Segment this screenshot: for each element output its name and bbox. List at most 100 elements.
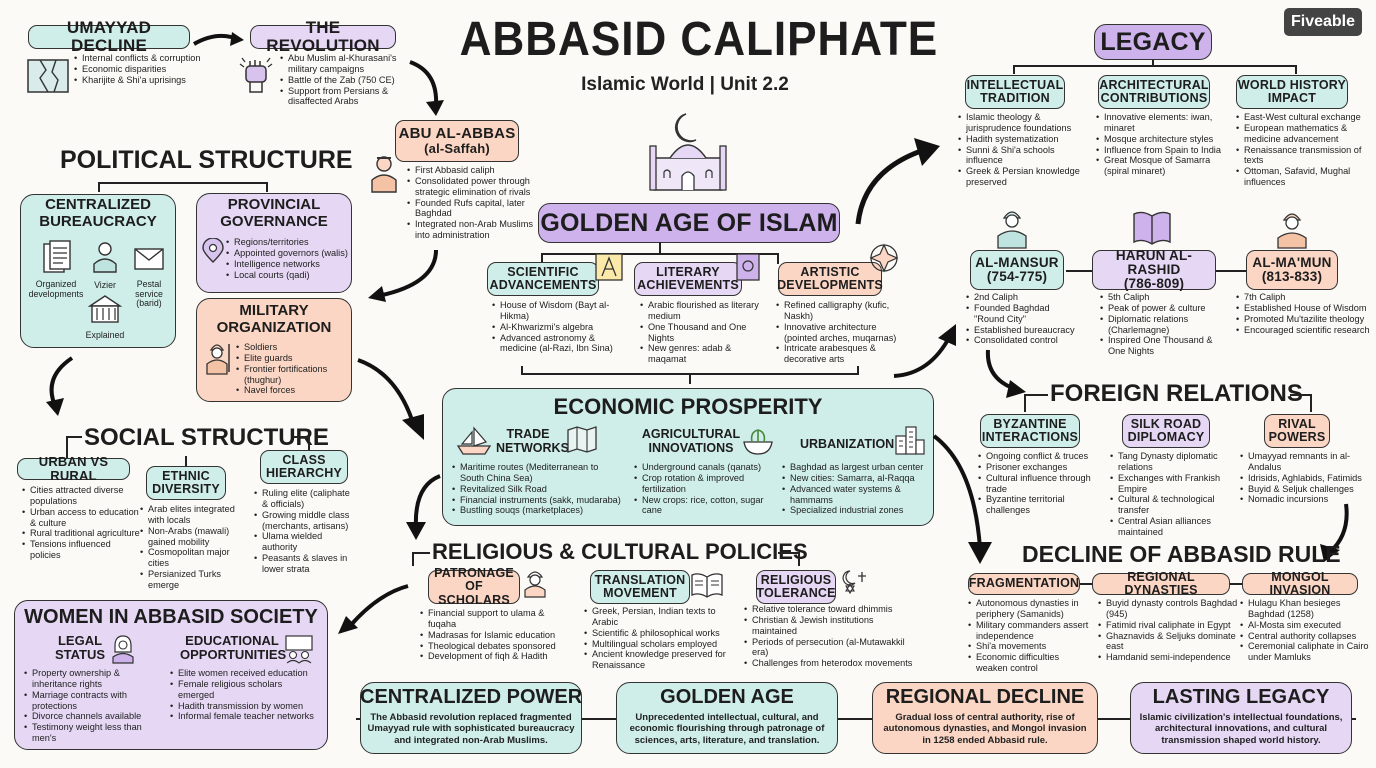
bracket-line bbox=[1024, 394, 1048, 396]
list-item: Financial support to ulama & fuqaha bbox=[420, 608, 570, 630]
list-item: Appointed governors (walis) bbox=[226, 248, 352, 259]
list-item: Divorce channels available bbox=[24, 711, 158, 722]
documents-icon bbox=[43, 240, 71, 273]
list-item: 5th Caliph bbox=[1100, 292, 1228, 303]
list-item: Elite women received education bbox=[170, 668, 320, 679]
map-icon bbox=[567, 426, 597, 453]
list-item: Economic disparities bbox=[74, 64, 204, 75]
list-item: Scientific & philosophical works bbox=[584, 628, 742, 639]
scholar-turban-icon bbox=[524, 571, 546, 598]
list-item: Promoted Mu'tazilite theology bbox=[1236, 314, 1372, 325]
list-item: Ancient knowledge preserved for Renaissa… bbox=[584, 649, 742, 671]
military-organization-title: MILITARY ORGANIZATION bbox=[216, 302, 332, 336]
list-item: Challenges from heterodox movements bbox=[744, 658, 914, 669]
bracket-line bbox=[1310, 394, 1312, 412]
legacy-bracket bbox=[1013, 60, 1297, 74]
list-item: Bustling souqs (marketplaces) bbox=[452, 505, 624, 516]
trade-networks-title: TRADE NETWORKS bbox=[496, 427, 569, 455]
educational-opportunities-list: Elite women received education Female re… bbox=[170, 668, 320, 722]
list-item: Testimony weight less than men's bbox=[24, 722, 158, 744]
list-item: Revitalized Silk Road bbox=[452, 484, 624, 495]
legacy-title: LEGACY bbox=[1100, 27, 1206, 56]
crops-icon bbox=[743, 429, 773, 455]
arrow-abu-to-political bbox=[368, 249, 438, 302]
list-item: Arabic flourished as literary medium bbox=[640, 300, 768, 322]
literary-list: Arabic flourished as literary medium One… bbox=[640, 300, 768, 365]
list-item: Specialized industrial zones bbox=[782, 505, 930, 516]
list-item: Abu Muslim al-Khurasani's military campa… bbox=[280, 53, 406, 75]
list-item: Advanced water systems & hammams bbox=[782, 484, 930, 506]
list-item: Ghaznavids & Seljuks dominate east bbox=[1098, 631, 1238, 653]
list-item: Growing middle class (merchants, artisan… bbox=[254, 510, 358, 532]
summary-title-centralized-power: CENTRALIZED POWER bbox=[360, 686, 583, 708]
list-item: Tensions influenced policies bbox=[22, 539, 142, 561]
open-book-icon bbox=[691, 573, 723, 598]
list-item: Cultural influence through trade bbox=[978, 473, 1098, 495]
arrow-economic-to-decline bbox=[932, 434, 992, 564]
intellectual-list: Islamic theology & jurisprudence foundat… bbox=[958, 112, 1090, 188]
summary-text-lasting-legacy: Islamic civilization's intellectual foun… bbox=[1139, 712, 1343, 746]
legacy-header: LEGACY bbox=[1094, 24, 1212, 60]
rival-powers-list: Umayyad remnants in al-Andalus Idrisids,… bbox=[1240, 451, 1364, 505]
patronage-header: PATRONAGE OF SCHOLARS bbox=[428, 566, 520, 607]
abu-al-abbas-list: First Abbasid caliph Consolidated power … bbox=[407, 165, 541, 241]
silk-road-header: SILK ROAD DIPLOMACY bbox=[1122, 414, 1210, 448]
list-item: Established bureaucracy bbox=[966, 325, 1082, 336]
list-item: Advanced astronomy & medicine (al-Razi, … bbox=[492, 333, 632, 355]
ethnic-diversity-header: ETHNIC DIVERSITY bbox=[146, 466, 226, 500]
bracket-line bbox=[412, 552, 414, 566]
list-item: Soldiers bbox=[236, 342, 350, 353]
revolution-title: THE REVOLUTION bbox=[266, 18, 380, 55]
class-hierarchy-header: CLASS HIERARCHY bbox=[260, 450, 348, 484]
icon-label-organized: Organized developments bbox=[28, 279, 84, 299]
list-item: Peasants & slaves in lower strata bbox=[254, 553, 358, 575]
scientific-list: House of Wisdom (Bayt al-Hikma) Al-Khwar… bbox=[492, 300, 632, 354]
byzantine-list: Ongoing conflict & truces Prisoner excha… bbox=[978, 451, 1098, 516]
list-item: New genres: adab & maqamat bbox=[640, 343, 768, 365]
list-item: Tang Dynasty diplomatic relations bbox=[1110, 451, 1232, 473]
arrow-revolution-to-abu bbox=[409, 60, 444, 116]
fragmentation-title: FRAGMENTATION bbox=[968, 576, 1080, 591]
list-item: Peak of power & culture bbox=[1100, 303, 1228, 314]
list-item: First Abbasid caliph bbox=[407, 165, 541, 176]
list-item: 7th Caliph bbox=[1236, 292, 1372, 303]
bracket-line bbox=[1290, 394, 1312, 396]
list-item: Development of fiqh & Hadith bbox=[420, 651, 570, 662]
list-item: Renaissance transmission of texts bbox=[1236, 145, 1368, 167]
list-item: Buyid & Seljuk challenges bbox=[1240, 484, 1364, 495]
summary-card-golden-age bbox=[616, 682, 838, 754]
building-icon bbox=[88, 295, 122, 323]
list-item: Rural traditional agriculture bbox=[22, 528, 142, 539]
umayyad-decline-header: UMAYYAD DECLINE bbox=[28, 19, 190, 54]
artistic-list: Refined calligraphy (kufic, Naskh) Innov… bbox=[776, 300, 910, 365]
list-item: Umayyad remnants in al-Andalus bbox=[1240, 451, 1364, 473]
umayyad-decline-title: UMAYYAD DECLINE bbox=[66, 18, 152, 55]
list-item: Hulagu Khan besieges Baghdad (1258) bbox=[1240, 598, 1370, 620]
list-item: East-West cultural exchange bbox=[1236, 112, 1368, 123]
list-item: Influence from Spain to India bbox=[1096, 145, 1228, 156]
envelope-icon bbox=[134, 248, 164, 270]
urban-vs-rural-header: URBAN VS RURAL bbox=[17, 454, 130, 483]
list-item: Frontier fortifications (thughur) bbox=[236, 364, 350, 386]
arrow-economic-to-religious bbox=[406, 474, 441, 540]
list-item: Ruling elite (caliphate & officials) bbox=[254, 488, 358, 510]
list-item: Encouraged scientific research bbox=[1236, 325, 1372, 336]
tolerance-header: RELIGIOUS TOLERANCE bbox=[756, 570, 836, 604]
literary-title: LITERARY ACHIEVEMENTS bbox=[637, 264, 739, 292]
summary-text-golden-age: Unprecedented intellectual, cultural, an… bbox=[629, 712, 825, 746]
list-item: European mathematics & medicine advancem… bbox=[1236, 123, 1368, 145]
fragmentation-list: Autonomous dynasties in periphery (Saman… bbox=[968, 598, 1092, 674]
revolution-list: Abu Muslim al-Khurasani's military campa… bbox=[280, 53, 406, 107]
list-item: Intelligence networks bbox=[226, 259, 352, 270]
rival-powers-title: RIVAL POWERS bbox=[1268, 416, 1326, 444]
mansur-list: 2nd Caliph Founded Baghdad "Round City" … bbox=[966, 292, 1082, 346]
list-item: Founded Baghdad "Round City" bbox=[966, 303, 1082, 325]
list-item: Consolidated power through strategic eli… bbox=[407, 176, 541, 198]
list-item: Financial instruments (sakk, mudaraba) bbox=[452, 495, 624, 506]
list-item: House of Wisdom (Bayt al-Hikma) bbox=[492, 300, 632, 322]
list-item: Economic difficulties weaken control bbox=[968, 652, 1092, 674]
agricultural-innovations-list: Underground canals (qanats) Crop rotatio… bbox=[634, 462, 774, 516]
list-item: Hadith systematization bbox=[958, 134, 1090, 145]
patronage-title: PATRONAGE OF SCHOLARS bbox=[434, 566, 514, 607]
urban-vs-rural-title: URBAN VS RURAL bbox=[38, 454, 109, 483]
